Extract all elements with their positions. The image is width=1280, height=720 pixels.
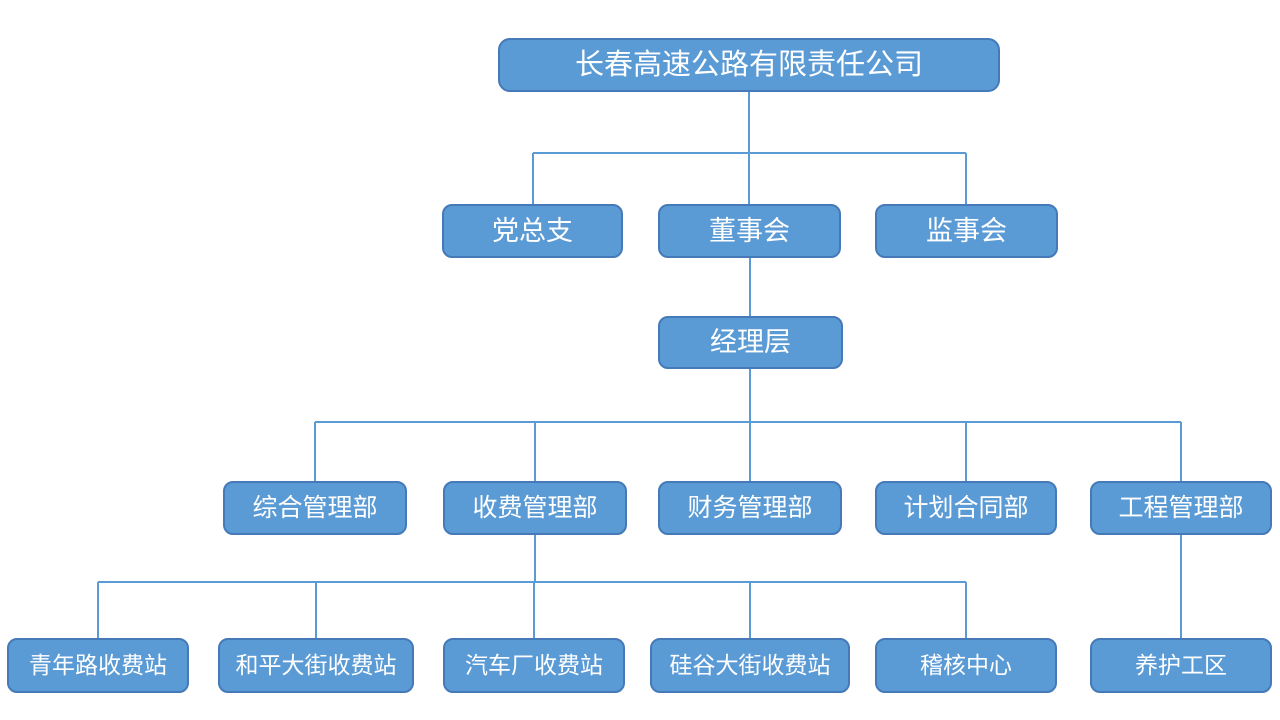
org-node-finance-dept: 财务管理部 xyxy=(658,481,842,535)
org-node-board-of-supervisors: 监事会 xyxy=(875,204,1058,258)
org-node-party-branch: 党总支 xyxy=(442,204,623,258)
org-node-maintenance-area: 养护工区 xyxy=(1090,638,1272,693)
connector-toll-dept-to-stations xyxy=(97,535,967,638)
org-node-board-of-directors: 董事会 xyxy=(658,204,841,258)
connector-root-to-level2 xyxy=(532,92,967,204)
org-node-guigu-avenue-toll-station: 硅谷大街收费站 xyxy=(650,638,850,693)
org-node-management-level: 经理层 xyxy=(658,316,843,369)
org-node-planning-contract-dept: 计划合同部 xyxy=(875,481,1057,535)
org-node-toll-management-dept: 收费管理部 xyxy=(443,481,627,535)
org-node-engineering-dept: 工程管理部 xyxy=(1090,481,1272,535)
connector-management-to-departments xyxy=(314,369,1182,481)
org-node-audit-center: 稽核中心 xyxy=(875,638,1057,693)
org-node-heping-avenue-toll-station: 和平大街收费站 xyxy=(218,638,414,693)
org-node-general-admin-dept: 综合管理部 xyxy=(223,481,407,535)
org-node-auto-plant-toll-station: 汽车厂收费站 xyxy=(443,638,625,693)
org-node-company-root: 长春高速公路有限责任公司 xyxy=(498,38,1000,92)
org-node-qingnian-road-toll-station: 青年路收费站 xyxy=(7,638,189,693)
